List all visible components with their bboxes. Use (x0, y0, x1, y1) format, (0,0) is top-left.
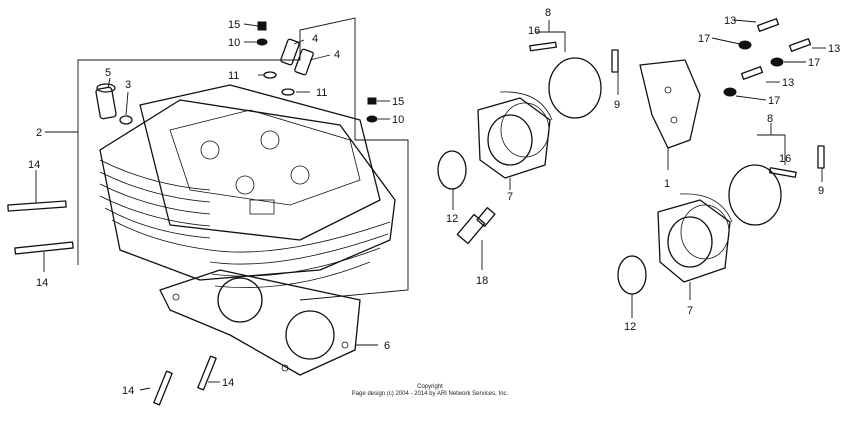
callout-8b: 8 (767, 113, 773, 125)
callout-12b: 12 (624, 321, 636, 333)
copyright-line-2: Page design (c) 2004 - 2014 by ARI Netwo… (351, 391, 509, 397)
leader-lines (35, 19, 826, 391)
callout-13c: 13 (782, 77, 794, 89)
callout-4a: 4 (312, 33, 318, 45)
head-gasket-drawing (159, 269, 361, 376)
callout-9a: 9 (614, 99, 620, 111)
callout-7a: 7 (507, 191, 513, 203)
callout-6: 6 (384, 340, 390, 352)
callout-16b: 16 (779, 153, 791, 165)
intake-manifold-upper (477, 91, 553, 179)
callout-8a: 8 (545, 7, 551, 19)
callout-11a: 11 (228, 70, 239, 82)
callout-7b: 7 (687, 305, 693, 317)
callout-9b: 9 (818, 185, 824, 197)
callout-14b: 14 (36, 277, 48, 289)
o-ring-upper (437, 150, 467, 190)
o-ring-lower (617, 255, 647, 295)
intake-manifold-lower (657, 193, 733, 283)
stud-bolts (7, 200, 217, 406)
head-small-parts (95, 21, 378, 125)
callout-1: 1 (664, 178, 670, 190)
callout-13b: 13 (828, 43, 840, 55)
callout-5: 5 (105, 67, 111, 79)
callout-3: 3 (125, 79, 131, 91)
callout-11b: 11 (316, 87, 327, 99)
callout-10a: 10 (228, 37, 240, 49)
callout-17a: 17 (698, 33, 710, 45)
callout-15a: 15 (228, 19, 240, 31)
callout-17c: 17 (768, 95, 780, 107)
mounting-bracket (639, 59, 701, 149)
spark-plug-drawing (456, 207, 496, 245)
callout-16a: 16 (528, 25, 540, 37)
hose-clamp-lower (728, 164, 782, 226)
callout-14a: 14 (28, 159, 40, 171)
copyright-footer: Copyright Page design (c) 2004 - 2014 by… (300, 384, 560, 398)
callout-4b: 4 (334, 49, 340, 61)
cylinder-head-drawing (77, 17, 409, 301)
callout-17b: 17 (808, 57, 820, 69)
cooling-fins (99, 159, 391, 288)
callout-12a: 12 (446, 213, 458, 225)
bolts-and-washers (529, 18, 825, 178)
callout-13a: 13 (724, 15, 736, 27)
callout-14c: 14 (122, 385, 134, 397)
callout-15b: 15 (392, 96, 404, 108)
callout-18: 18 (476, 275, 488, 287)
callout-10b: 10 (392, 114, 404, 126)
copyright-line-1: Copyright (417, 384, 443, 390)
callout-14d: 14 (222, 377, 234, 389)
callout-2: 2 (36, 127, 42, 139)
hose-clamp-upper (548, 57, 602, 119)
